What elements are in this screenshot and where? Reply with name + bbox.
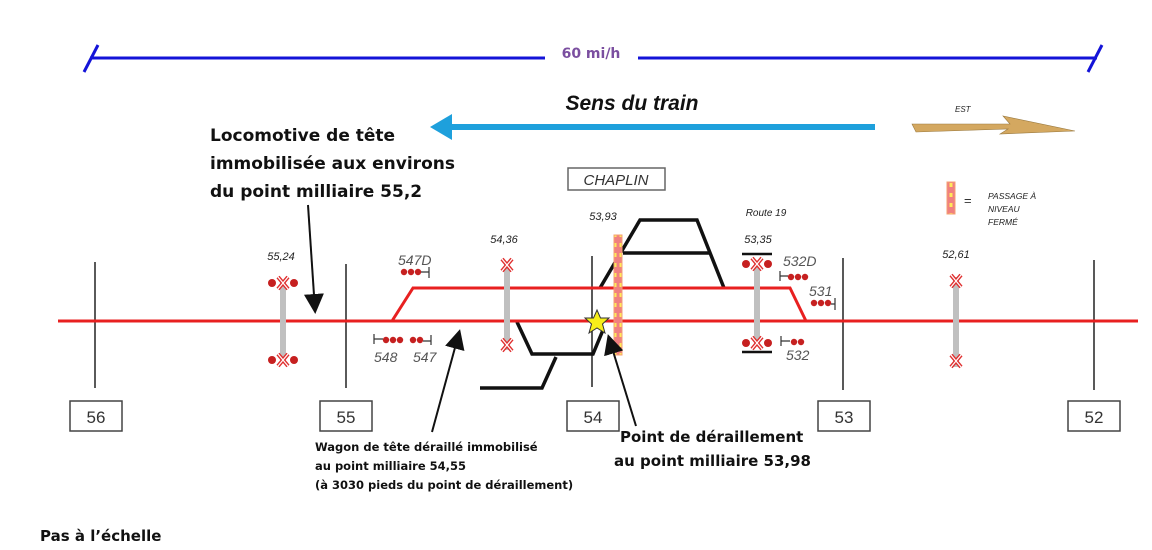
wagon-annotation: Wagon de tête déraillé immobilisé au poi… [315, 329, 573, 492]
crossing-53-35: 53,35 [742, 234, 773, 354]
crossing-54-36: 54,36 [490, 234, 519, 353]
svg-text:(à 3030 pieds du point de déra: (à 3030 pieds du point de déraillement) [315, 478, 573, 492]
milepost-53: 53 [835, 408, 854, 427]
svg-text:du point milliaire 55,2: du point milliaire 55,2 [210, 182, 422, 202]
svg-text:532D: 532D [783, 253, 816, 269]
svg-text:532: 532 [786, 347, 810, 363]
milepost-52: 52 [1085, 408, 1104, 427]
svg-text:=: = [964, 193, 972, 208]
svg-text:547D: 547D [398, 252, 431, 268]
legend-closed-crossing: = PASSAGE À NIVEAU FERMÉ [946, 181, 1036, 227]
derailment-star-icon [583, 308, 611, 335]
east-arrow-icon: EST [911, 105, 1076, 135]
direction-label: Sens du train [565, 92, 698, 115]
svg-text:52,61: 52,61 [942, 249, 970, 261]
road-label: Route 19 [746, 208, 787, 219]
svg-text:au point milliaire 53,98: au point milliaire 53,98 [614, 452, 811, 470]
signal-531: 531 [809, 283, 836, 310]
milepost-boxes [69, 400, 1121, 432]
svg-text:55,24: 55,24 [267, 251, 295, 263]
svg-text:PASSAGE À: PASSAGE À [988, 191, 1036, 201]
signal-547D: 547D [398, 252, 431, 278]
signal-532: 532 [780, 336, 810, 363]
speed-limit-bar: 60 mi/h [82, 44, 1104, 73]
svg-text:au point milliaire 54,55: au point milliaire 54,55 [315, 459, 466, 473]
scale-note: Pas à l’échelle [40, 527, 161, 545]
svg-text:NIVEAU: NIVEAU [988, 204, 1021, 214]
svg-text:53,93: 53,93 [589, 211, 617, 223]
signal-532D: 532D [779, 253, 816, 281]
svg-text:548: 548 [374, 349, 398, 365]
locomotive-annotation: Locomotive de tête immobilisée aux envir… [210, 126, 455, 314]
milepost-54: 54 [584, 408, 603, 427]
svg-text:Point de déraillement: Point de déraillement [620, 428, 803, 446]
signal-547: 547 [409, 335, 438, 365]
svg-text:531: 531 [809, 283, 832, 299]
crossing-55-24: 55,24 [267, 251, 298, 368]
svg-text:53,35: 53,35 [744, 234, 772, 246]
east-label: EST [955, 105, 972, 114]
direction-arrow-icon [430, 114, 875, 140]
svg-text:Wagon de tête déraillé immobil: Wagon de tête déraillé immobilisé [315, 440, 538, 454]
station-label: CHAPLIN [583, 172, 648, 189]
milepost-55: 55 [337, 408, 356, 427]
svg-text:immobilisée aux environs: immobilisée aux environs [210, 154, 455, 174]
svg-text:FERMÉ: FERMÉ [988, 217, 1018, 227]
milepost-56: 56 [87, 408, 106, 427]
svg-text:Locomotive de tête: Locomotive de tête [210, 126, 395, 146]
crossing-52-61: 52,61 [942, 249, 970, 369]
signal-548: 548 [373, 334, 404, 365]
svg-text:547: 547 [413, 349, 438, 365]
svg-text:54,36: 54,36 [490, 234, 518, 246]
speed-label: 60 mi/h [562, 46, 621, 62]
milepost-lines [94, 256, 1095, 390]
derailment-annotation: Point de déraillement au point milliaire… [604, 334, 811, 470]
